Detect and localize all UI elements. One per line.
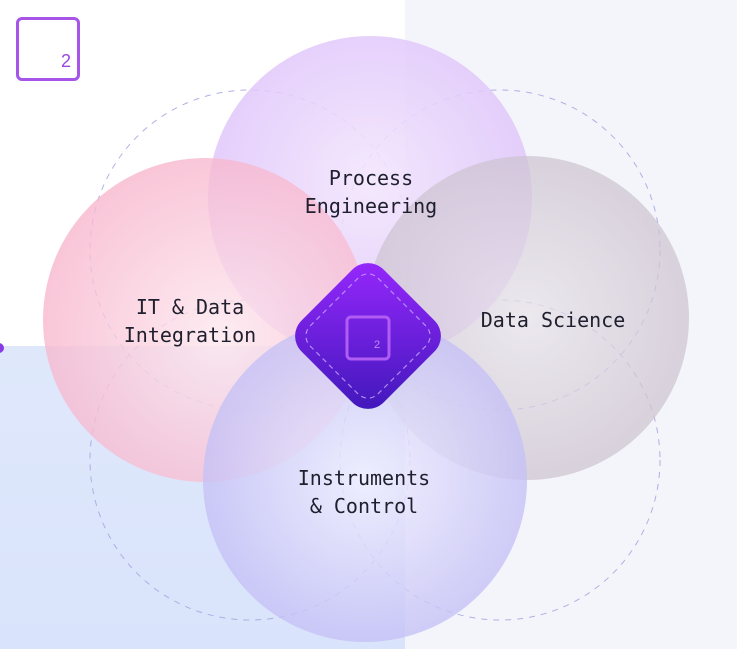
brand-logo[interactable]: 2	[16, 17, 80, 81]
label-instruments-control: Instruments & Control	[297, 466, 431, 518]
company-logo-icon	[345, 315, 391, 361]
label-data-science: Data Science	[480, 308, 626, 332]
center-badge	[295, 263, 441, 409]
label-process-engineering: Process Engineering	[304, 166, 438, 218]
circle-instruments-control	[203, 318, 527, 642]
label-it-data-integration: IT & Data Integration	[123, 295, 257, 347]
edge-dot	[0, 343, 4, 353]
dashed-ring-bottom-right	[339, 299, 661, 621]
center-diamond	[295, 263, 441, 409]
center-badge-number: 2	[374, 339, 381, 351]
logo-number: 2	[60, 51, 71, 71]
